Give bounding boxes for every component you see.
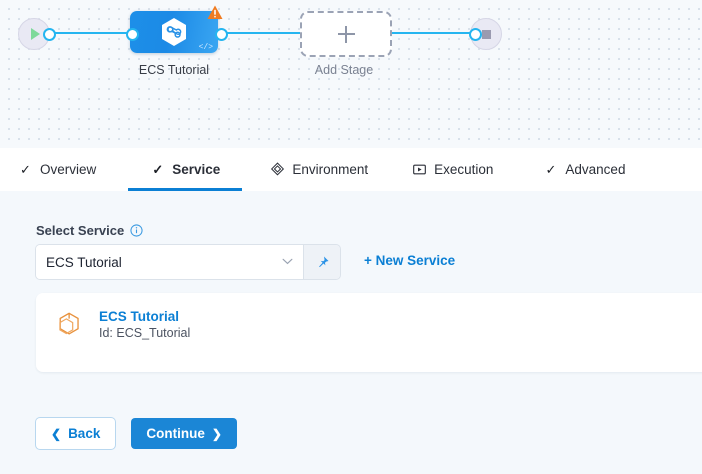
stage-node-ecs-tutorial[interactable]: </> [130,5,223,53]
pipeline-edge-start-to-stage [46,32,130,34]
tab-service-label: Service [172,162,221,177]
check-icon: ✓ [20,162,31,177]
service-name-link[interactable]: ECS Tutorial [99,309,180,324]
tab-overview-label: Overview [40,162,97,177]
stop-icon [481,29,491,39]
select-service-control: ECS Tutorial [36,245,340,279]
pipeline-canvas[interactable]: </> ECS Tutorial Add Stage [0,0,702,148]
back-button[interactable]: ❮ Back [36,418,116,449]
stage-node-label: ECS Tutorial [138,63,210,77]
select-service-label-group: Select Service [36,223,143,238]
tab-execution[interactable]: Execution [412,148,493,191]
info-icon[interactable] [130,224,143,237]
tab-overview[interactable]: ✓ Overview [18,148,96,191]
tab-execution-label: Execution [434,162,494,177]
stage-code-glyph: </> [198,43,213,52]
pipeline-edge-stage-to-add [218,32,300,34]
play-icon [31,28,40,40]
service-select-value: ECS Tutorial [46,254,122,270]
service-select-dropdown[interactable]: ECS Tutorial [36,245,303,279]
warning-triangle-icon[interactable] [207,5,223,20]
layers-icon [270,162,285,177]
back-button-label: Back [68,426,101,441]
tab-advanced[interactable]: ✓ Advanced [543,148,625,191]
check-icon: ✓ [152,162,164,177]
tab-environment-label: Environment [292,162,369,177]
end-node-port[interactable] [469,28,482,41]
harness-hexagon-icon [162,18,186,46]
service-card[interactable]: ECS Tutorial Id: ECS_Tutorial [56,309,190,340]
pin-service-button[interactable] [303,245,340,279]
pipeline-edge-add-to-end [388,32,472,34]
continue-button[interactable]: Continue ❯ [131,418,237,449]
new-service-button[interactable]: + New Service [364,253,456,268]
service-details-panel: ECS Tutorial Id: ECS_Tutorial [36,293,702,372]
continue-button-label: Continue [146,426,205,441]
chevron-right-icon: ❯ [211,426,222,441]
chevron-down-icon [282,257,293,268]
chevron-left-icon: ❮ [51,426,62,441]
select-service-label: Select Service [36,223,125,238]
pin-icon [318,256,328,267]
play-square-icon [412,162,427,177]
wizard-footer: ❮ Back Continue ❯ [36,418,237,449]
stage-tabs: ✓ Overview ✓ Service Environment [0,148,702,192]
stage-node-input-port[interactable] [126,28,139,41]
stage-node-output-port[interactable] [215,28,228,41]
tab-advanced-label: Advanced [565,162,626,177]
tab-service[interactable]: ✓ Service [128,148,243,191]
add-stage-button[interactable] [300,11,392,57]
start-node-port[interactable] [43,28,56,41]
check-icon: ✓ [545,162,557,177]
add-stage-label: Add Stage [314,63,374,77]
service-id-text: Id: ECS_Tutorial [99,326,191,340]
service-cube-icon [59,312,79,335]
tab-environment[interactable]: Environment [270,148,368,191]
